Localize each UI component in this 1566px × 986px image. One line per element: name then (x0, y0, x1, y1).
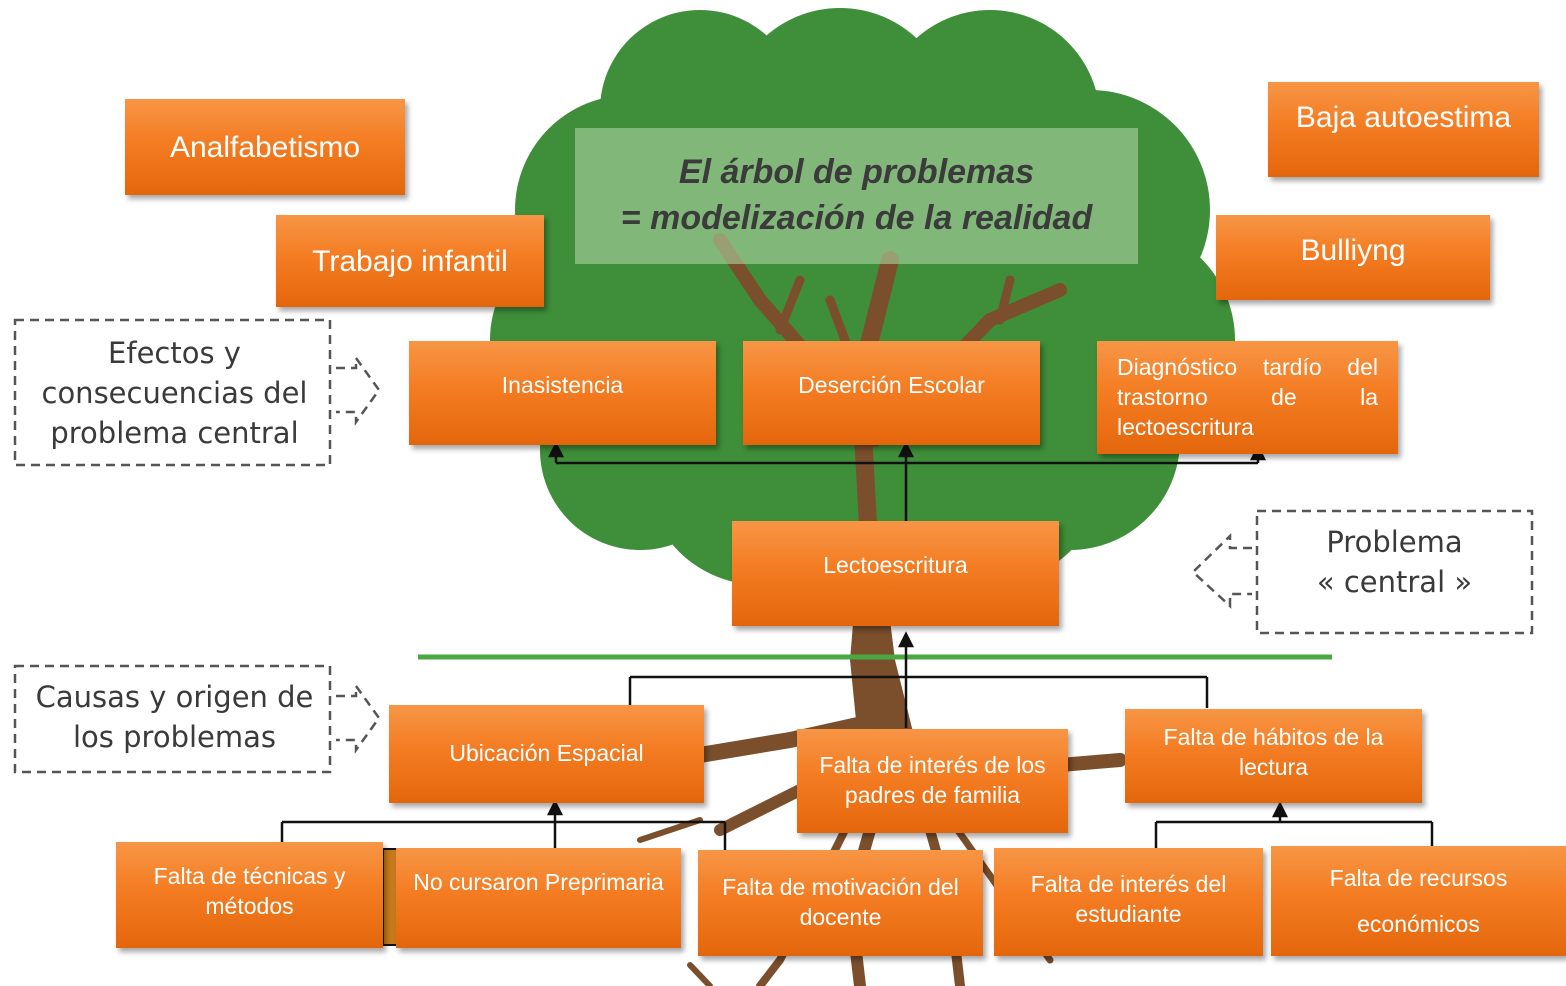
central-problem-lectoescritura: Lectoescritura (732, 521, 1059, 626)
diagram-title: El árbol de problemas = modelización de … (575, 128, 1138, 264)
central-frame (1255, 509, 1534, 635)
effect-desercion-escolar: Deserción Escolar (743, 341, 1040, 445)
cause-connectors (628, 631, 1209, 728)
central-problem-label: Problema « central » (1316, 525, 1473, 600)
title-line-1: El árbol de problemas (678, 153, 1035, 192)
root-cause-interes-estudiante: Falta de interés del estudiante (994, 848, 1263, 956)
dashed-arrow-right-icon (336, 682, 381, 754)
side-label-frames (13, 318, 1534, 774)
causes-label: Causas y origen de los problemas (35, 680, 314, 755)
root-cause-tecnicas: Falta de técnicas y métodos (116, 842, 383, 948)
root-cause-motivacion-docente: Falta de motivación del docente (698, 850, 983, 956)
effects-label: Efectos y consecuencias del problema cen… (41, 336, 308, 451)
cause-habitos-lectura: Falta de hábitos de la lectura (1125, 709, 1422, 803)
effect-analfabetismo: Analfabetismo (125, 99, 405, 195)
dashed-arrow-left-icon (1191, 533, 1252, 609)
effect-bullying: Bulliyng (1216, 215, 1490, 300)
effect-inasistencia: Inasistencia (409, 341, 716, 445)
cause-ubicacion-espacial: Ubicación Espacial (389, 705, 704, 803)
causes-frame (13, 664, 332, 774)
dashed-arrow-right-icon (336, 354, 381, 426)
cause-interes-padres: Falta de interés de los padres de famili… (797, 729, 1068, 833)
effect-baja-autoestima: Baja autoestima (1268, 82, 1539, 177)
effect-diagnostico-tardio: Diagnóstico tardío del trastorno de la l… (1097, 341, 1398, 454)
effect-trabajo-infantil: Trabajo infantil (276, 215, 544, 307)
title-line-2: = modelización de la realidad (620, 199, 1093, 237)
effects-frame (13, 318, 332, 467)
root-cause-recursos-economicos: Falta de recursos económicos (1271, 846, 1566, 956)
root-cause-preprimaria: No cursaron Preprimaria (396, 848, 681, 948)
